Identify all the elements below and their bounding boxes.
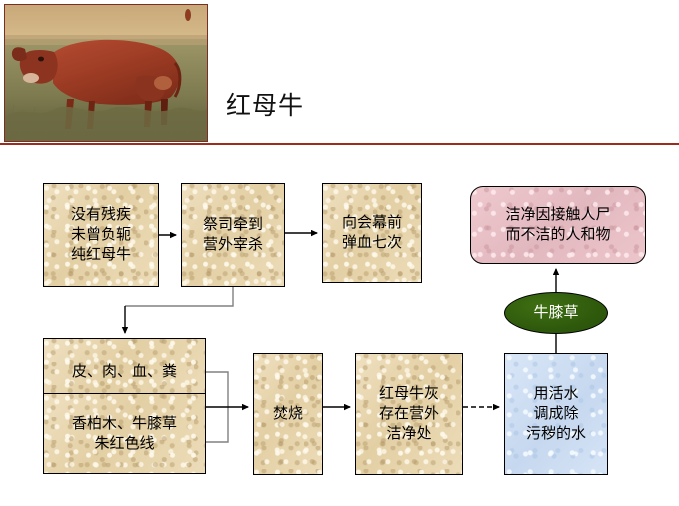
flow-node-cedar-hyssop-scarlet[interactable]: 香柏木、牛膝草 朱红色线 [43,393,206,474]
page-title: 红母牛 [226,91,305,120]
slide-header: 红母牛 [0,0,679,146]
cow-illustration [5,5,207,141]
edge-n2-n6 [125,287,234,307]
flow-node-ashes-stored[interactable]: 红母牛灰 存在营外 洁净处 [355,353,463,475]
flow-connectors [121,229,560,443]
title-divider [0,143,679,145]
flowchart: 没有残疾 未曾负轭 纯红母牛 祭司牵到 营外宰杀 向会幕前 弹血七次 洁净因接触… [0,146,679,506]
flow-node-sprinkle-blood[interactable]: 向会幕前 弹血七次 [322,183,422,283]
red-heifer-photo [4,4,208,142]
flow-node-water-of-purification[interactable]: 用活水 调成除 污秽的水 [504,353,608,475]
flow-node-heifer-requirements[interactable]: 没有残疾 未曾负轭 纯红母牛 [43,183,159,287]
flow-node-priest-slaughter[interactable]: 祭司牵到 营外宰杀 [181,183,285,287]
flow-node-hyssop[interactable]: 牛膝草 [504,292,608,334]
flow-node-burn[interactable]: 焚烧 [253,353,323,475]
flow-node-purification-outcome[interactable]: 洁净因接触人尸 而不洁的人和物 [470,186,646,264]
